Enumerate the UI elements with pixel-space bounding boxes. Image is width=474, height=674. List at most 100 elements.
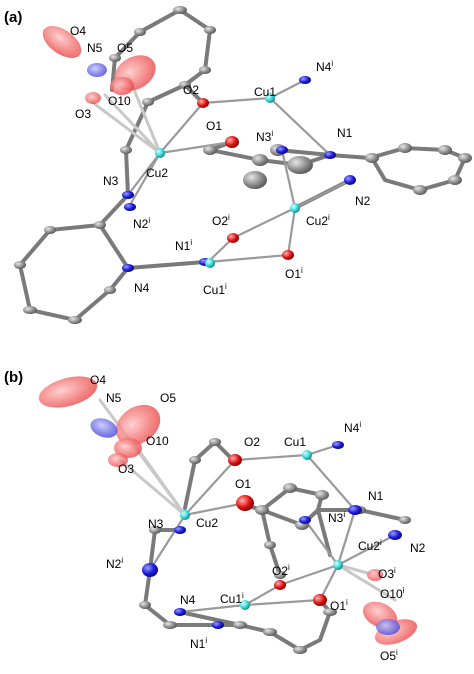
label-o5i: O5i <box>380 648 398 663</box>
oxygen-atom-o2 <box>197 98 209 108</box>
oxygen-atom-o2 <box>228 454 242 466</box>
carbon-atom <box>263 628 277 636</box>
nitrate-nitrogen-ellipsoid <box>376 619 400 635</box>
carbon-atom <box>283 483 297 493</box>
label-cu1i: Cu1i <box>220 591 244 606</box>
nitrate-oxygen-ellipsoid <box>115 404 161 446</box>
carbon-atom <box>139 601 151 609</box>
panel-a-bonds <box>17 7 468 323</box>
nitrogen-atom-n1i <box>212 621 224 629</box>
carbon-atom <box>203 145 217 155</box>
label-n1i: N1i <box>175 238 192 253</box>
label-o1i: O1i <box>285 266 303 281</box>
nitrogen-atom-n4i <box>299 76 311 84</box>
nitrogen-atom-n2i <box>124 203 136 211</box>
nitrogen-atom-n1 <box>348 505 362 515</box>
carbon-atom <box>365 153 379 163</box>
label-n3i: N3i <box>256 129 273 144</box>
copper-atom-cu2i <box>333 560 343 570</box>
carbon-atom <box>23 306 37 314</box>
nitrogen-atom-n4 <box>122 264 134 272</box>
label-n4: N4 <box>134 281 150 295</box>
nitrate-nitrogen-ellipsoid <box>87 63 107 77</box>
label-n4i: N4i <box>344 420 361 435</box>
copper-atom-cu1 <box>265 93 275 103</box>
nitrate-oxygen-ellipsoid <box>38 376 98 408</box>
label-cu2i: Cu2i <box>358 538 382 553</box>
carbon-atom <box>163 621 177 629</box>
label-o3i: O3i <box>378 566 396 581</box>
label-o4: O4 <box>70 24 86 38</box>
label-cu1: Cu1 <box>254 85 276 99</box>
label-o2i: O2i <box>212 213 230 228</box>
nitrogen-atom-n1 <box>324 151 336 159</box>
nitrate-oxygen-ellipsoid <box>42 26 82 58</box>
panel-b-bonds <box>98 398 407 653</box>
nitrate-oxygen-ellipsoid <box>110 77 134 95</box>
label-cu2: Cu2 <box>146 166 168 180</box>
oxygen-atom-o1i <box>282 250 294 260</box>
label-n3: N3 <box>148 517 164 531</box>
carbon-atom <box>14 261 26 269</box>
label-o3: O3 <box>118 462 134 476</box>
carbon-atom <box>252 154 268 166</box>
panel-a-atom-labels: O4 N5 O5 O10 O3 O2 Cu1 N4i O1 N3i N1 N3 … <box>70 24 371 297</box>
label-n1: N1 <box>368 489 384 503</box>
oxygen-atom-o1 <box>225 136 239 148</box>
label-o1: O1 <box>235 477 251 491</box>
carbon-atom <box>255 505 269 515</box>
panel-b: (b) <box>4 369 426 663</box>
panel-a: (a) <box>4 6 472 324</box>
carbon-atom <box>204 26 216 34</box>
nitrogen-atom-n2 <box>344 175 356 185</box>
panel-b-nitrate-group <box>38 376 418 645</box>
label-n1i: N1i <box>190 636 207 651</box>
label-cu2i: Cu2i <box>306 213 330 228</box>
panel-a-heteroatoms <box>122 76 356 272</box>
oxygen-atom-o2i <box>227 233 239 243</box>
copper-atom-cu2 <box>180 510 190 520</box>
label-cu1i: Cu1i <box>203 282 227 297</box>
nitrate-oxygen-ellipsoid <box>114 438 142 458</box>
carbon-atom <box>142 98 154 106</box>
label-n5: N5 <box>106 391 122 405</box>
carbon-atom <box>438 145 452 155</box>
panel-a-nitrate-group <box>42 26 156 104</box>
carbon-atom <box>179 81 191 89</box>
carbon-atom <box>189 456 201 464</box>
copper-atom-cu2i <box>290 203 300 213</box>
label-n3i: N3i <box>328 510 345 525</box>
carbon-atom <box>134 28 146 36</box>
nitrate-oxygen-ellipsoid <box>108 453 128 467</box>
carbon-atom <box>173 6 187 14</box>
nitrogen-atom-n3i <box>299 516 311 524</box>
carbon-atom <box>149 526 161 534</box>
nitrogen-atom-n3i <box>276 146 288 154</box>
carbon-atom <box>399 516 411 524</box>
carbon-atom <box>68 316 82 324</box>
carbon-atom <box>233 621 247 629</box>
label-n1: N1 <box>337 126 353 140</box>
label-o2: O2 <box>244 435 260 449</box>
panel-a-tag: (a) <box>4 9 22 26</box>
label-o5: O5 <box>160 391 176 405</box>
carbon-atom <box>413 185 427 195</box>
oxygen-atom-o2i <box>274 580 286 590</box>
carbon-atom <box>120 146 132 154</box>
carbon-atom <box>287 156 313 174</box>
nitrogen-atom-n3 <box>174 526 186 534</box>
nitrate-oxygen-ellipsoid <box>85 92 101 104</box>
label-o3: O3 <box>75 107 91 121</box>
carbon-atom <box>109 54 121 62</box>
carbon-atom <box>448 175 462 185</box>
oxygen-atom-o1i <box>313 594 327 606</box>
carbon-atom <box>315 490 329 500</box>
carbon-atom <box>274 571 286 579</box>
copper-atom-cu1i <box>240 600 250 610</box>
copper-atom-cu1 <box>302 450 312 460</box>
label-o1: O1 <box>206 119 222 133</box>
label-o5: O5 <box>117 41 133 55</box>
nitrogen-atom-n2i <box>142 563 158 577</box>
label-cu2: Cu2 <box>196 516 218 530</box>
label-o10: O10 <box>146 434 169 448</box>
